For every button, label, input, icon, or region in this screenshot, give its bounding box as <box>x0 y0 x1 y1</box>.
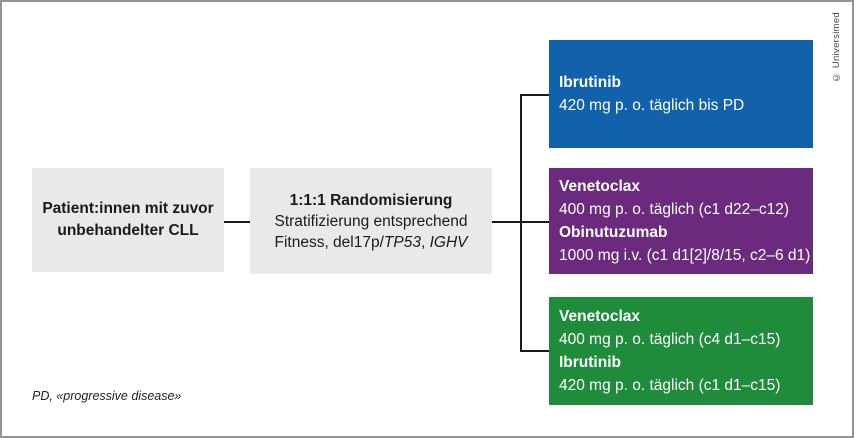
patient-population-box: Patient:innen mit zuvor unbehandelter CL… <box>32 168 224 272</box>
stratification-prefix: Fitness, del17p/ <box>274 233 384 251</box>
drug-dose-line: 1000 mg i.v. (c1 d1[2]/8/15, c2–6 d1) <box>559 247 811 264</box>
drug-name-line: Ibrutinib <box>559 354 621 371</box>
drug-dose-line: 400 mg p. o. täglich (c1 d22–c12) <box>559 201 790 218</box>
arm-ibrutinib-box: Ibrutinib 420 mg p. o. täglich bis PD <box>549 40 813 148</box>
stratification-factors: Fitness, del17p/TP53, IGHV <box>274 232 467 253</box>
drug-name-line: Ibrutinib <box>559 74 621 91</box>
drug-dose-line: 420 mg p. o. täglich (c1 d1–c15) <box>559 377 781 394</box>
drug-dose-line: 400 mg p. o. täglich (c4 d1–c15) <box>559 331 781 348</box>
copyright-credit: © Universimed <box>830 12 842 83</box>
arm-venetoclax-ibrutinib-box: Venetoclax 400 mg p. o. täglich (c4 d1–c… <box>549 297 813 405</box>
gene-ighv: IGHV <box>429 233 468 251</box>
stratification-line: Stratifizierung entsprechend <box>274 212 468 230</box>
gene-tp53: TP53 <box>383 233 421 251</box>
drug-dose-line: 420 mg p. o. täglich bis PD <box>559 97 745 114</box>
drug-name-line: Obinutuzumab <box>559 224 668 241</box>
drug-name-line: Venetoclax <box>559 308 640 325</box>
stratification-separator: , <box>420 233 430 251</box>
randomization-box: 1:1:1 Randomisierung Stratifizierung ent… <box>250 168 492 274</box>
arm-venetoclax-obinutuzumab-box: Venetoclax 400 mg p. o. täglich (c1 d22–… <box>549 168 813 274</box>
connector-branch-arm3 <box>521 350 549 352</box>
patient-population-line2: unbehandelter CLL <box>57 222 199 239</box>
randomization-title: 1:1:1 Randomisierung <box>289 191 453 209</box>
connector-patient-to-randomization <box>224 221 250 223</box>
connector-branch-arm1 <box>521 94 549 96</box>
drug-name-line: Venetoclax <box>559 178 640 195</box>
abbreviation-footnote: PD, «progressive disease» <box>32 389 182 403</box>
patient-population-line1: Patient:innen mit zuvor <box>42 200 214 217</box>
connector-trunk-vertical <box>520 94 522 352</box>
